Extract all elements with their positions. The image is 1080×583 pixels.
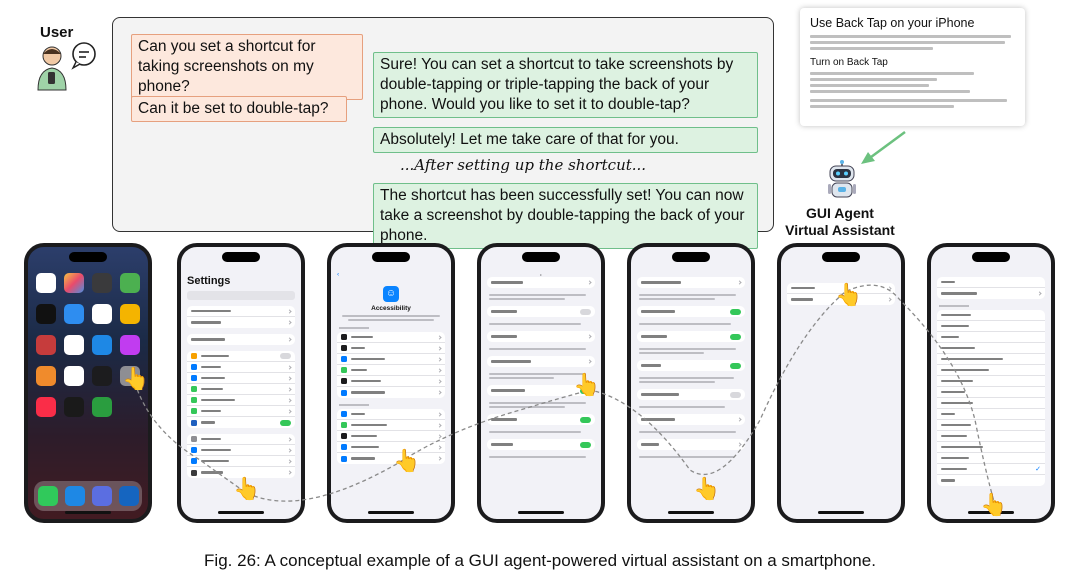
tap-hand-icon: 👆 <box>980 492 1008 517</box>
settings-title: Settings <box>187 275 231 287</box>
photos-app-icon[interactable] <box>64 273 84 293</box>
phone-touch-scrolled-screen <box>627 243 755 523</box>
reminders-app-icon[interactable] <box>64 335 84 355</box>
back-tap-webpage: Use Back Tap on your iPhone Turn on Back… <box>800 8 1025 126</box>
safari-app-icon[interactable] <box>64 486 85 506</box>
teams-app-icon[interactable] <box>91 486 112 506</box>
figure-caption: Fig. 26: A conceptual example of a GUI a… <box>204 551 876 570</box>
gui-agent-line: Virtual Assistant <box>785 222 895 238</box>
app-store-icon[interactable] <box>92 335 112 355</box>
agent-message: Absolutely! Let me take care of that for… <box>373 127 758 153</box>
health-app-icon[interactable] <box>64 366 84 386</box>
phone-double-tap-screen: ✓ <box>927 243 1055 523</box>
double-tap-screenshot-option[interactable]: ✓ <box>937 464 1045 475</box>
user-message: Can it be set to double-tap? <box>131 96 347 122</box>
phone-app-icon[interactable] <box>37 486 58 506</box>
weather-app-icon[interactable] <box>64 304 84 324</box>
phone-accessibility-screen: ‹ ☺ Accessibility <box>327 243 455 523</box>
accessibility-title: Accessibility <box>371 305 411 312</box>
find-my-app-icon[interactable] <box>92 397 112 417</box>
reminders-app-icon[interactable] <box>92 304 112 324</box>
tap-hand-icon: 👆 <box>122 366 150 391</box>
maps-app-icon[interactable] <box>120 273 140 293</box>
gui-agent-line: GUI Agent <box>806 205 874 221</box>
camera-app-icon[interactable] <box>92 273 112 293</box>
dock <box>34 481 142 511</box>
tap-hand-icon: 👆 <box>393 448 421 473</box>
wallet-app-icon[interactable] <box>92 366 112 386</box>
robot-icon <box>828 160 856 198</box>
user-message: Can you set a shortcut for taking screen… <box>131 34 363 100</box>
touch-row-accommodations[interactable] <box>487 356 595 367</box>
agent-message: The shortcut has been successfully set! … <box>373 183 758 249</box>
after-setup-note: ...After setting up the shortcut... <box>400 156 647 174</box>
phone-home-screen <box>24 243 152 523</box>
agent-message: Sure! You can set a shortcut to take scr… <box>373 52 758 118</box>
accessibility-icon: ☺ <box>383 286 399 302</box>
tap-hand-icon: 👆 <box>835 282 863 307</box>
search-input[interactable] <box>187 291 295 300</box>
calendar-app-icon[interactable] <box>36 273 56 293</box>
user-avatar-icon <box>37 42 96 91</box>
back-button[interactable]: ‹ <box>337 271 340 278</box>
books-app-icon[interactable] <box>36 366 56 386</box>
music-app-icon[interactable] <box>36 397 56 417</box>
settings-row-accessibility[interactable] <box>187 445 295 456</box>
tv-app-icon[interactable] <box>64 397 84 417</box>
arrow-icon <box>861 130 906 164</box>
notes-app-icon[interactable] <box>120 304 140 324</box>
tap-hand-icon: 👆 <box>573 372 601 397</box>
webpage-subtitle: Turn on Back Tap <box>810 57 888 68</box>
webpage-title: Use Back Tap on your iPhone <box>810 16 975 30</box>
itunes-store-icon[interactable] <box>120 335 140 355</box>
stocks-app-icon[interactable] <box>36 335 56 355</box>
tap-hand-icon: 👆 <box>693 476 721 501</box>
touch-row-back-tap[interactable] <box>637 439 745 450</box>
user-label: User <box>40 24 74 41</box>
outlook-app-icon[interactable] <box>118 486 139 506</box>
accessibility-row-touch[interactable] <box>337 409 445 420</box>
clock-app-icon[interactable] <box>36 304 56 324</box>
checkmark-icon: ✓ <box>1035 466 1041 473</box>
tap-hand-icon: 👆 <box>233 476 261 501</box>
gui-agent-label: GUI Agent Virtual Assistant <box>760 205 920 239</box>
